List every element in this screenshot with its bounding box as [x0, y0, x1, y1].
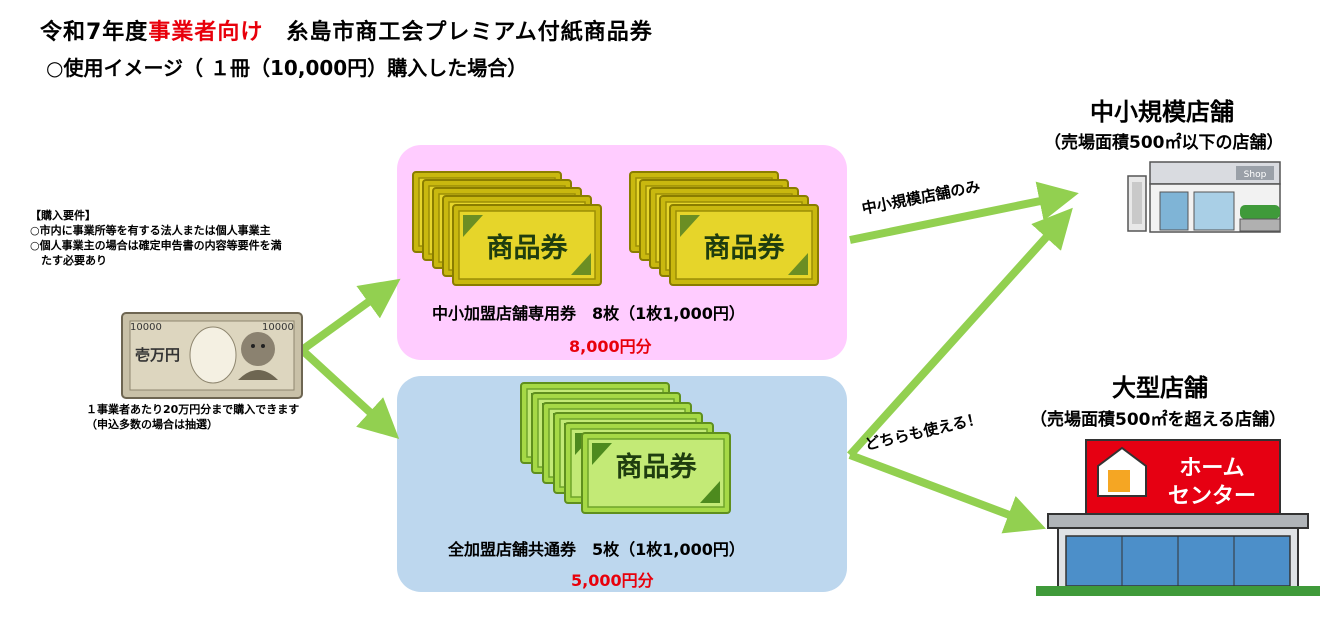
ticket-text: 商品券 [704, 232, 786, 264]
small-shop-ticket-stack-right: 商品券 [629, 171, 819, 286]
requirement-item: たす必要あり [30, 254, 107, 267]
bill-denomination-right: 10000 [262, 322, 294, 333]
arrow-small-to-small-shop [849, 181, 1079, 244]
large-shop-title: 大型店舗 [1112, 374, 1208, 402]
large-shop-illustration: ホーム センター [1036, 439, 1320, 596]
small-shop-title: 中小規模店舗 [1090, 98, 1234, 126]
arrow-common-to-small-shop [847, 207, 1073, 458]
title-highlight: 事業者向け [148, 20, 264, 45]
large-shop-sign-line2: センター [1168, 484, 1256, 509]
large-shop-subtitle: （売場面積500㎡を超える店舗） [1030, 410, 1286, 430]
requirement-item: ○市内に事業所等を有する法人または個人事業主 [30, 224, 271, 237]
ticket-text: 商品券 [616, 451, 698, 483]
common-ticket-stack: 商品券 [520, 382, 731, 514]
small-shop-subtitle: （売場面積500㎡以下の店舗） [1044, 133, 1284, 153]
shop-sign: Shop [1244, 170, 1267, 180]
requirement-item: ○個人事業主の場合は確定申告書の内容等要件を満 [30, 239, 282, 252]
purchase-requirements: 【購入要件】 ○市内に事業所等を有する法人または個人事業主 ○個人事業主の場合は… [30, 208, 370, 268]
bill-denomination-left: 10000 [130, 322, 162, 333]
common-ticket-amount: 5,000円分 [571, 571, 654, 590]
page-subtitle: ○使用イメージ（ １冊（10,000円）購入した場合） [46, 56, 528, 80]
arrow-to-common-tickets [299, 347, 400, 439]
small-shop-illustration: Shop [1127, 161, 1281, 233]
small-shop-ticket-label: 中小加盟店舗専用券 8枚（1枚1,000円） [432, 304, 745, 323]
large-shop-sign-line1: ホーム [1179, 456, 1244, 481]
arrow-common-to-large-shop [848, 451, 1046, 534]
arrow-to-small-tickets [299, 278, 401, 354]
small-shop-ticket-stack-left: 商品券 [412, 171, 602, 286]
requirements-heading: 【購入要件】 [30, 209, 96, 222]
bill-note: １事業者あたり20万円分まで購入できます （申込多数の場合は抽選） [86, 403, 300, 431]
common-ticket-label: 全加盟店舗共通券 5枚（1枚1,000円） [448, 540, 745, 559]
page-title: 令和7年度事業者向け 糸島市商工会プレミアム付紙商品券 [40, 20, 653, 45]
ticket-text: 商品券 [487, 232, 569, 264]
bill-kanji: 壱万円 [135, 346, 180, 364]
banknote-illustration: 10000 10000 壱万円 [121, 312, 303, 399]
small-shop-ticket-amount: 8,000円分 [569, 337, 652, 356]
